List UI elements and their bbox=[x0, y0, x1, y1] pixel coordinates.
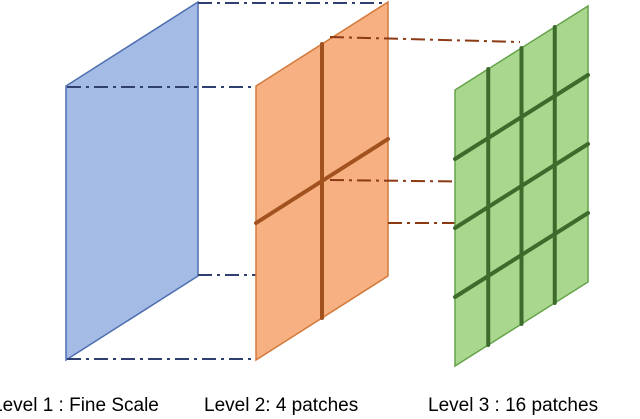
level2-horizontal-gridline bbox=[254, 137, 390, 225]
level3-grid bbox=[453, 25, 590, 347]
level3-horizontal-gridline bbox=[453, 142, 590, 230]
level3-horizontal-gridline bbox=[453, 211, 590, 299]
level2-group bbox=[254, 0, 390, 362]
connector-l2-top bbox=[329, 36, 521, 43]
level3-group bbox=[453, 4, 590, 368]
level3-horizontal-gridline bbox=[453, 73, 590, 161]
level1-group bbox=[65, 0, 199, 362]
level2-label: Level 2: 4 patches bbox=[204, 395, 358, 416]
level3-label: Level 3 : 16 patches bbox=[428, 395, 598, 416]
level1-label: Level 1 : Fine Scale bbox=[0, 395, 159, 416]
level1-panel bbox=[65, 0, 199, 362]
level2-grid bbox=[254, 42, 390, 320]
